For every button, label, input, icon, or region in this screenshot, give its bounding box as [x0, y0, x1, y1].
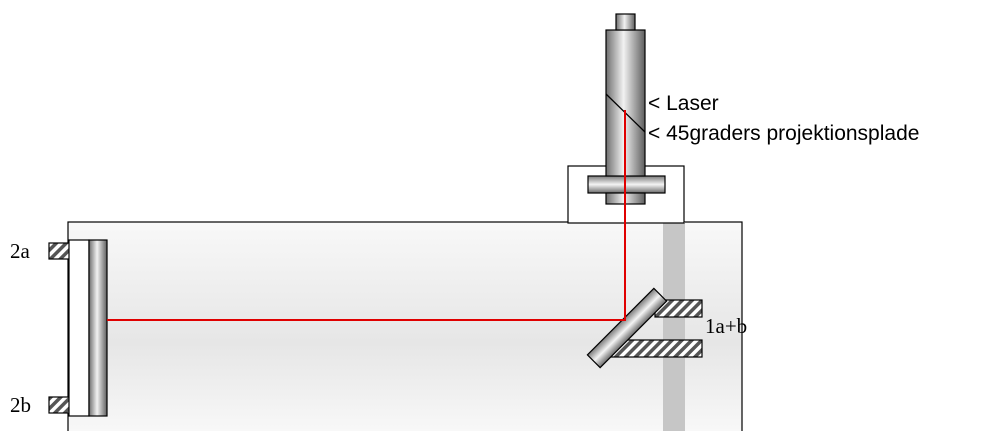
label-laser: < Laser: [648, 92, 719, 115]
beamsplitter-plate: [586, 287, 668, 369]
mirror-left-frame: [68, 239, 90, 417]
mirror-left-face: [88, 239, 108, 417]
label-beamsplitter: 1a+b: [705, 314, 747, 338]
laser-beam: [107, 110, 626, 321]
label-mirror-2b: 2b: [10, 393, 31, 417]
laser-flange: [587, 175, 666, 194]
laser-cap: [615, 13, 636, 31]
label-projection-plate: < 45graders projektionsplade: [648, 122, 919, 145]
label-mirror-2a: 2a: [10, 239, 31, 263]
support-bar: [663, 222, 685, 431]
